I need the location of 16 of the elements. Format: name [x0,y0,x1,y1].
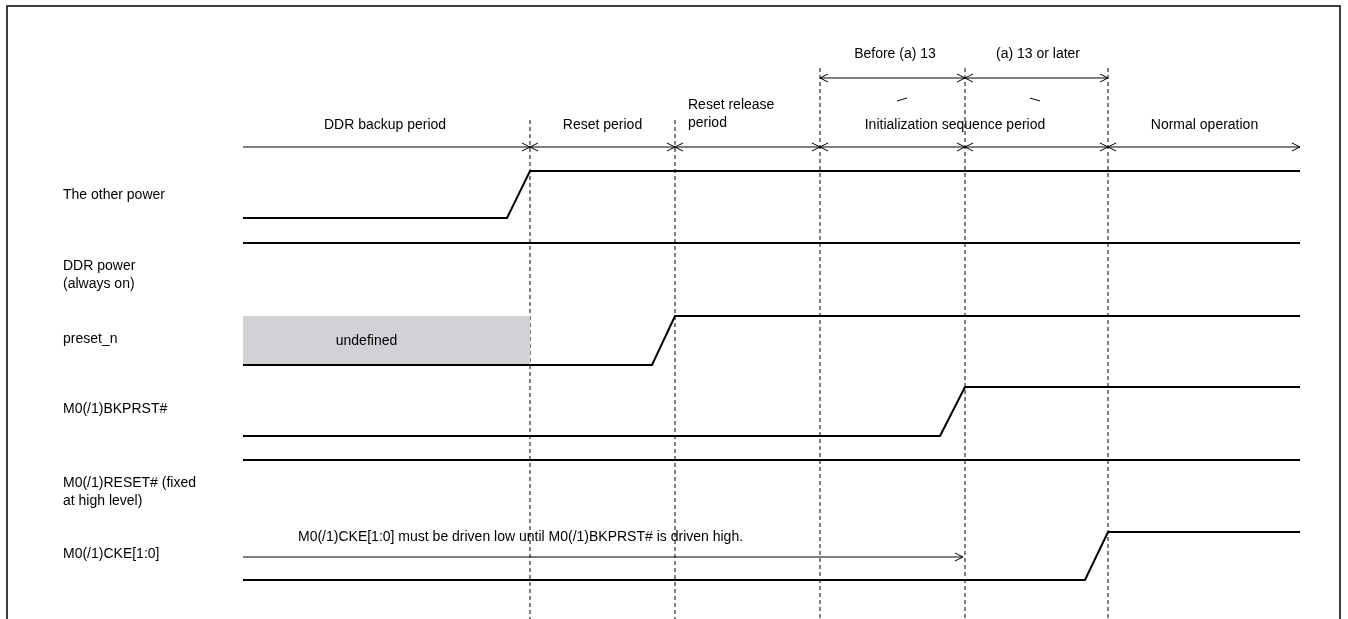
period-label: Reset period [561,115,644,133]
signal-name: DDR power (always on) [63,256,137,292]
annotation-text: M0(/1)CKE[1:0] must be driven low until M0(/1)BKPRST# is driven high. [298,527,745,545]
signal-name: M0(/1)BKPRST# [63,399,169,417]
undefined-region [243,316,530,364]
signal-name: M0(/1)CKE[1:0] [63,544,161,562]
period-label: Normal operation [1149,115,1260,133]
period-label: DDR backup period [322,115,448,133]
period-label: (a) 13 or later [994,44,1081,62]
signal-name: M0(/1)RESET# (fixed at high level) [63,473,198,509]
signal-name: The other power [63,185,166,203]
region-label: undefined [335,332,398,348]
period-label: Reset release period [688,95,776,131]
period-label: Initialization sequence period [863,115,1047,133]
signal-name: preset_n [63,329,119,347]
period-label: Before (a) 13 [853,44,937,62]
